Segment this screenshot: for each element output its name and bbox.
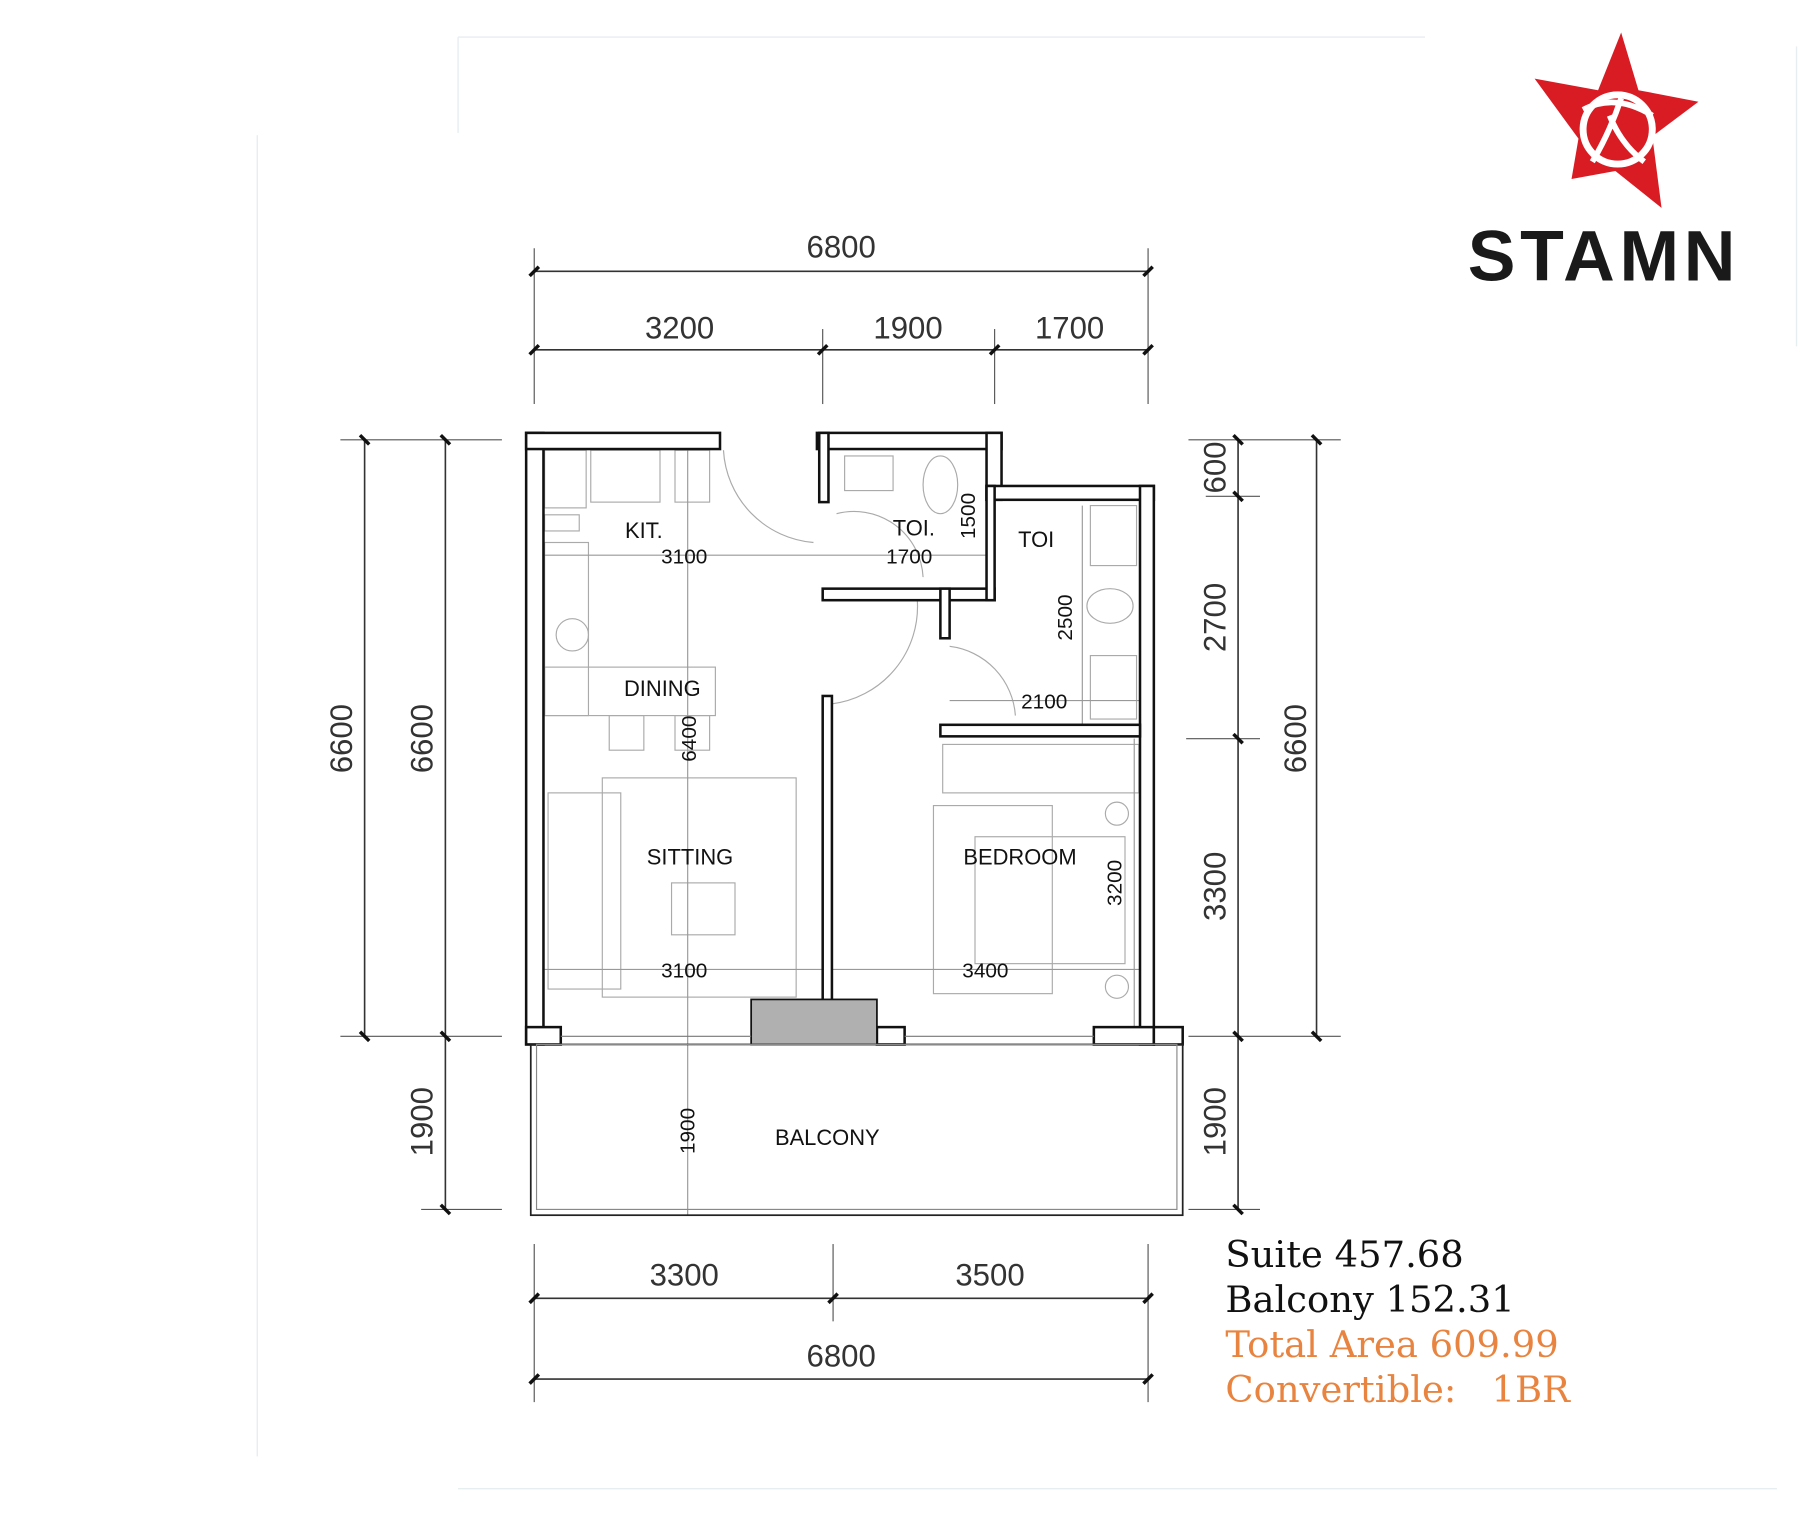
dim-toi1-depth: 1500 — [957, 493, 980, 539]
stamn-logo: STAMN — [1468, 32, 1736, 297]
dim-bottom-2: 3500 — [955, 1258, 1024, 1293]
dim-toi1-width: 1700 — [886, 545, 932, 568]
label-sitting: SITTING — [647, 844, 733, 869]
label-toilet-1: TOI. — [893, 516, 935, 541]
furniture — [544, 449, 1140, 999]
logo-wordmark: STAMN — [1468, 217, 1736, 297]
dim-kit-width: 3100 — [661, 545, 707, 568]
walls — [524, 431, 1184, 1046]
interior-dimensions: 3100 1700 1500 2500 2100 6400 3200 3100 … — [661, 493, 1126, 1154]
dim-balcony-depth: 1900 — [677, 1108, 700, 1154]
balcony-area: Balcony 152.31 — [1225, 1278, 1514, 1321]
dim-top-2: 1900 — [873, 310, 942, 345]
dim-bedroom-depth: 3200 — [1104, 860, 1127, 906]
dim-right-1: 600 — [1197, 442, 1232, 494]
dim-bottom-1: 3300 — [650, 1258, 719, 1293]
dim-sitting-width: 3100 — [661, 960, 707, 983]
dim-right-2: 2700 — [1197, 583, 1232, 652]
dim-living-depth: 6400 — [678, 716, 701, 762]
dim-bedroom-width: 3400 — [962, 960, 1008, 983]
frame-lines — [256, 36, 1798, 1490]
right-dimensions: 600 2700 3300 1900 6600 — [1186, 433, 1341, 1216]
dim-left-outer: 6600 — [324, 704, 359, 773]
suite-area: Suite 457.68 — [1225, 1233, 1463, 1276]
dim-top-3: 1700 — [1035, 310, 1104, 345]
convertible-note: Convertible: 1BR — [1225, 1368, 1571, 1411]
dim-left-balcony: 1900 — [405, 1087, 440, 1156]
dim-right-total: 6600 — [1278, 704, 1313, 773]
dim-bottom-total: 6800 — [807, 1338, 876, 1373]
dim-right-4: 1900 — [1197, 1087, 1232, 1156]
bottom-dimensions: 3300 3500 6800 — [528, 1244, 1154, 1403]
interior-dim-lines — [544, 450, 1140, 1216]
star-icon — [1534, 32, 1699, 208]
structural-column — [750, 998, 878, 1046]
dim-right-3: 3300 — [1197, 852, 1232, 921]
dim-toi2-width: 2100 — [1021, 691, 1067, 714]
left-dimensions: 6600 6600 1900 — [324, 433, 502, 1216]
label-balcony: BALCONY — [775, 1125, 880, 1150]
dim-top-total: 6800 — [807, 229, 876, 264]
balcony-outline — [529, 1043, 1184, 1217]
top-dimensions: 6800 3200 1900 1700 — [528, 229, 1154, 405]
area-summary: Suite 457.68 Balcony 152.31 Total Area 6… — [1225, 1233, 1571, 1411]
room-labels: KIT. TOI. TOI DINING SITTING BEDROOM BAL… — [624, 516, 1077, 1150]
dim-left-inner: 6600 — [405, 704, 440, 773]
label-dining: DINING — [624, 676, 701, 701]
label-toilet-2: TOI — [1018, 527, 1054, 552]
label-kitchen: KIT. — [625, 518, 663, 543]
dim-toi2-depth: 2500 — [1054, 594, 1077, 640]
total-area: Total Area 609.99 — [1225, 1323, 1558, 1366]
label-bedroom: BEDROOM — [963, 844, 1076, 869]
dim-top-1: 3200 — [645, 310, 714, 345]
